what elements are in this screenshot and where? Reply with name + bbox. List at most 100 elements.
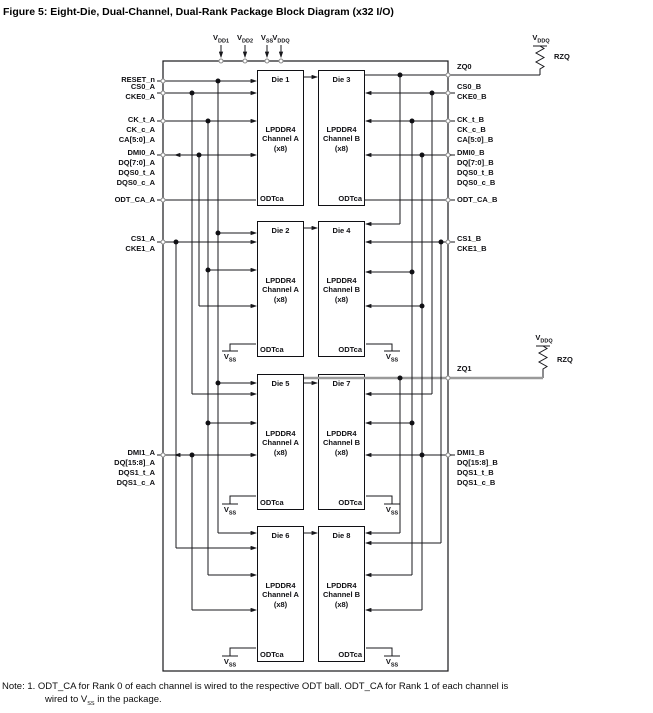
signal-label-odt-ca-b: ODT_CA_B xyxy=(457,195,498,204)
supply-label-vdd2: VDD2 xyxy=(230,33,260,45)
die-4-channel-block: LPDDR4 Channel B (x8) xyxy=(319,236,364,345)
rzq0-vddq-sub: DDQ xyxy=(537,38,550,45)
signal-label-dqs1-c-b: DQS1_c_B xyxy=(457,478,496,487)
die-3-box: Die 3 LPDDR4 Channel B (x8) ODTca xyxy=(318,70,365,206)
vss-die5-sub: SS xyxy=(228,510,237,517)
die-8-box: Die 8 LPDDR4 Channel B (x8) ODTca xyxy=(318,526,365,662)
supply-vdd2-base: V xyxy=(236,33,242,42)
die-3-odtca: ODTca xyxy=(338,193,362,203)
rzq1-vddq-label: VDDQ xyxy=(529,333,559,345)
signal-label-dqs0-t-a: DQS0_t_A xyxy=(118,168,155,177)
die-8-channel-block: LPDDR4 Channel B (x8) xyxy=(319,541,364,650)
signal-label-zq1: ZQ1 xyxy=(457,364,472,373)
supply-vdd2-sub: DD2 xyxy=(242,38,254,45)
signal-label-dqs0-t-b: DQS0_t_B xyxy=(457,168,494,177)
signal-label-zq0: ZQ0 xyxy=(457,62,472,71)
package-outline xyxy=(162,60,449,672)
die-4-channel: Channel B xyxy=(322,285,361,295)
die-3-family: LPDDR4 xyxy=(326,124,357,134)
signal-label-dq1-b: DQ[15:8]_B xyxy=(457,458,498,467)
die-3-width: (x8) xyxy=(334,143,349,153)
die-2-odtca: ODTca xyxy=(260,344,284,354)
rzq0-vddq-label: VDDQ xyxy=(526,33,556,45)
die-2-family: LPDDR4 xyxy=(265,275,296,285)
vss-die7-sub: SS xyxy=(390,510,399,517)
rzq-resistors xyxy=(533,45,550,378)
note-line2-post: in the package. xyxy=(94,694,162,705)
die-2-channel-block: LPDDR4 Channel A (x8) xyxy=(258,236,303,345)
signal-label-dqs1-c-a: DQS1_c_A xyxy=(116,478,155,487)
die-6-name: Die 6 xyxy=(271,531,290,540)
die-7-width: (x8) xyxy=(334,447,349,457)
die-6-channel-block: LPDDR4 Channel A (x8) xyxy=(258,541,303,650)
die-8-family: LPDDR4 xyxy=(326,580,357,590)
die-5-channel-block: LPDDR4 Channel A (x8) xyxy=(258,389,303,498)
figure-title: Figure 5: Eight-Die, Dual-Channel, Dual-… xyxy=(3,6,394,18)
die-8-channel: Channel B xyxy=(322,590,361,600)
signal-label-dqs0-c-b: DQS0_c_B xyxy=(457,178,496,187)
signal-label-dmi0-b: DMI0_B xyxy=(457,148,485,157)
signal-label-dmi1-b: DMI1_B xyxy=(457,448,485,457)
signal-label-dmi1-a: DMI1_A xyxy=(127,448,155,457)
die-7-channel: Channel B xyxy=(322,438,361,448)
signal-label-dq0-a: DQ[7:0]_A xyxy=(118,158,155,167)
die-2-width: (x8) xyxy=(273,294,288,304)
signal-label-ck-t-a: CK_t_A xyxy=(127,115,155,124)
signal-label-ca-a: CA[5:0]_A xyxy=(118,135,155,144)
supply-vss-sub: SS xyxy=(265,38,274,45)
signal-label-cke0-a: CKE0_A xyxy=(125,92,155,101)
die-2-channel: Channel A xyxy=(262,285,299,295)
rzq1-label: RZQ xyxy=(557,355,573,364)
die-5-channel: Channel A xyxy=(262,438,299,448)
note-line2-sub: SS xyxy=(87,700,95,707)
signal-label-odt-ca-a: ODT_CA_A xyxy=(114,195,155,204)
vss-die4-sub: SS xyxy=(390,357,399,364)
die-7-channel-block: LPDDR4 Channel B (x8) xyxy=(319,389,364,498)
signal-label-ck-t-b: CK_t_B xyxy=(457,115,485,124)
die-1-width: (x8) xyxy=(273,143,288,153)
signal-label-cke1-a: CKE1_A xyxy=(125,244,155,253)
die-6-odtca: ODTca xyxy=(260,649,284,659)
vss-ground-die7: VSS xyxy=(382,505,402,517)
die-1-odtca: ODTca xyxy=(260,193,284,203)
vss-ground-die5: VSS xyxy=(220,505,240,517)
note-line1: Note: 1. ODT_CA for Rank 0 of each chann… xyxy=(2,681,509,692)
die-3-channel-block: LPDDR4 Channel B (x8) xyxy=(319,85,364,194)
die-3-name: Die 3 xyxy=(332,75,351,84)
die-5-odtca: ODTca xyxy=(260,497,284,507)
vss-ground-die6: VSS xyxy=(220,657,240,669)
signal-label-dmi0-a: DMI0_A xyxy=(127,148,155,157)
supply-vss-base: V xyxy=(260,33,266,42)
signal-label-ck-c-a: CK_c_A xyxy=(126,125,155,134)
die-8-odtca: ODTca xyxy=(338,649,362,659)
note-line2-pre: wired to V xyxy=(45,694,88,705)
signal-label-ca-b: CA[5:0]_B xyxy=(457,135,494,144)
rzq0-label: RZQ xyxy=(554,52,570,61)
signal-label-dq0-b: DQ[7:0]_B xyxy=(457,158,494,167)
die-2-name: Die 2 xyxy=(271,226,290,235)
die-5-box: Die 5 LPDDR4 Channel A (x8) ODTca xyxy=(257,374,304,510)
die-5-width: (x8) xyxy=(273,447,288,457)
die-4-name: Die 4 xyxy=(332,226,351,235)
die-4-width: (x8) xyxy=(334,294,349,304)
signal-label-cke0-b: CKE0_B xyxy=(457,92,487,101)
die-5-family: LPDDR4 xyxy=(265,428,296,438)
note-line2: wired to VSS in the package. xyxy=(45,693,508,707)
supply-vddq-sub: DDQ xyxy=(277,38,290,45)
die-4-odtca: ODTca xyxy=(338,344,362,354)
die-6-box: Die 6 LPDDR4 Channel A (x8) ODTca xyxy=(257,526,304,662)
signal-label-cs1-a: CS1_A xyxy=(130,234,155,243)
die-6-channel: Channel A xyxy=(262,590,299,600)
signal-label-ck-c-b: CK_c_B xyxy=(457,125,486,134)
vss-ground-die4: VSS xyxy=(382,352,402,364)
die-5-name: Die 5 xyxy=(271,379,290,388)
die-1-family: LPDDR4 xyxy=(265,124,296,134)
die-6-family: LPDDR4 xyxy=(265,580,296,590)
signal-label-dqs1-t-b: DQS1_t_B xyxy=(457,468,494,477)
die-1-channel: Channel A xyxy=(262,134,299,144)
vss-ground-die2: VSS xyxy=(220,352,240,364)
signal-label-dqs1-t-a: DQS1_t_A xyxy=(118,468,155,477)
die-7-name: Die 7 xyxy=(332,379,351,388)
supply-vdd1-base: V xyxy=(212,33,218,42)
